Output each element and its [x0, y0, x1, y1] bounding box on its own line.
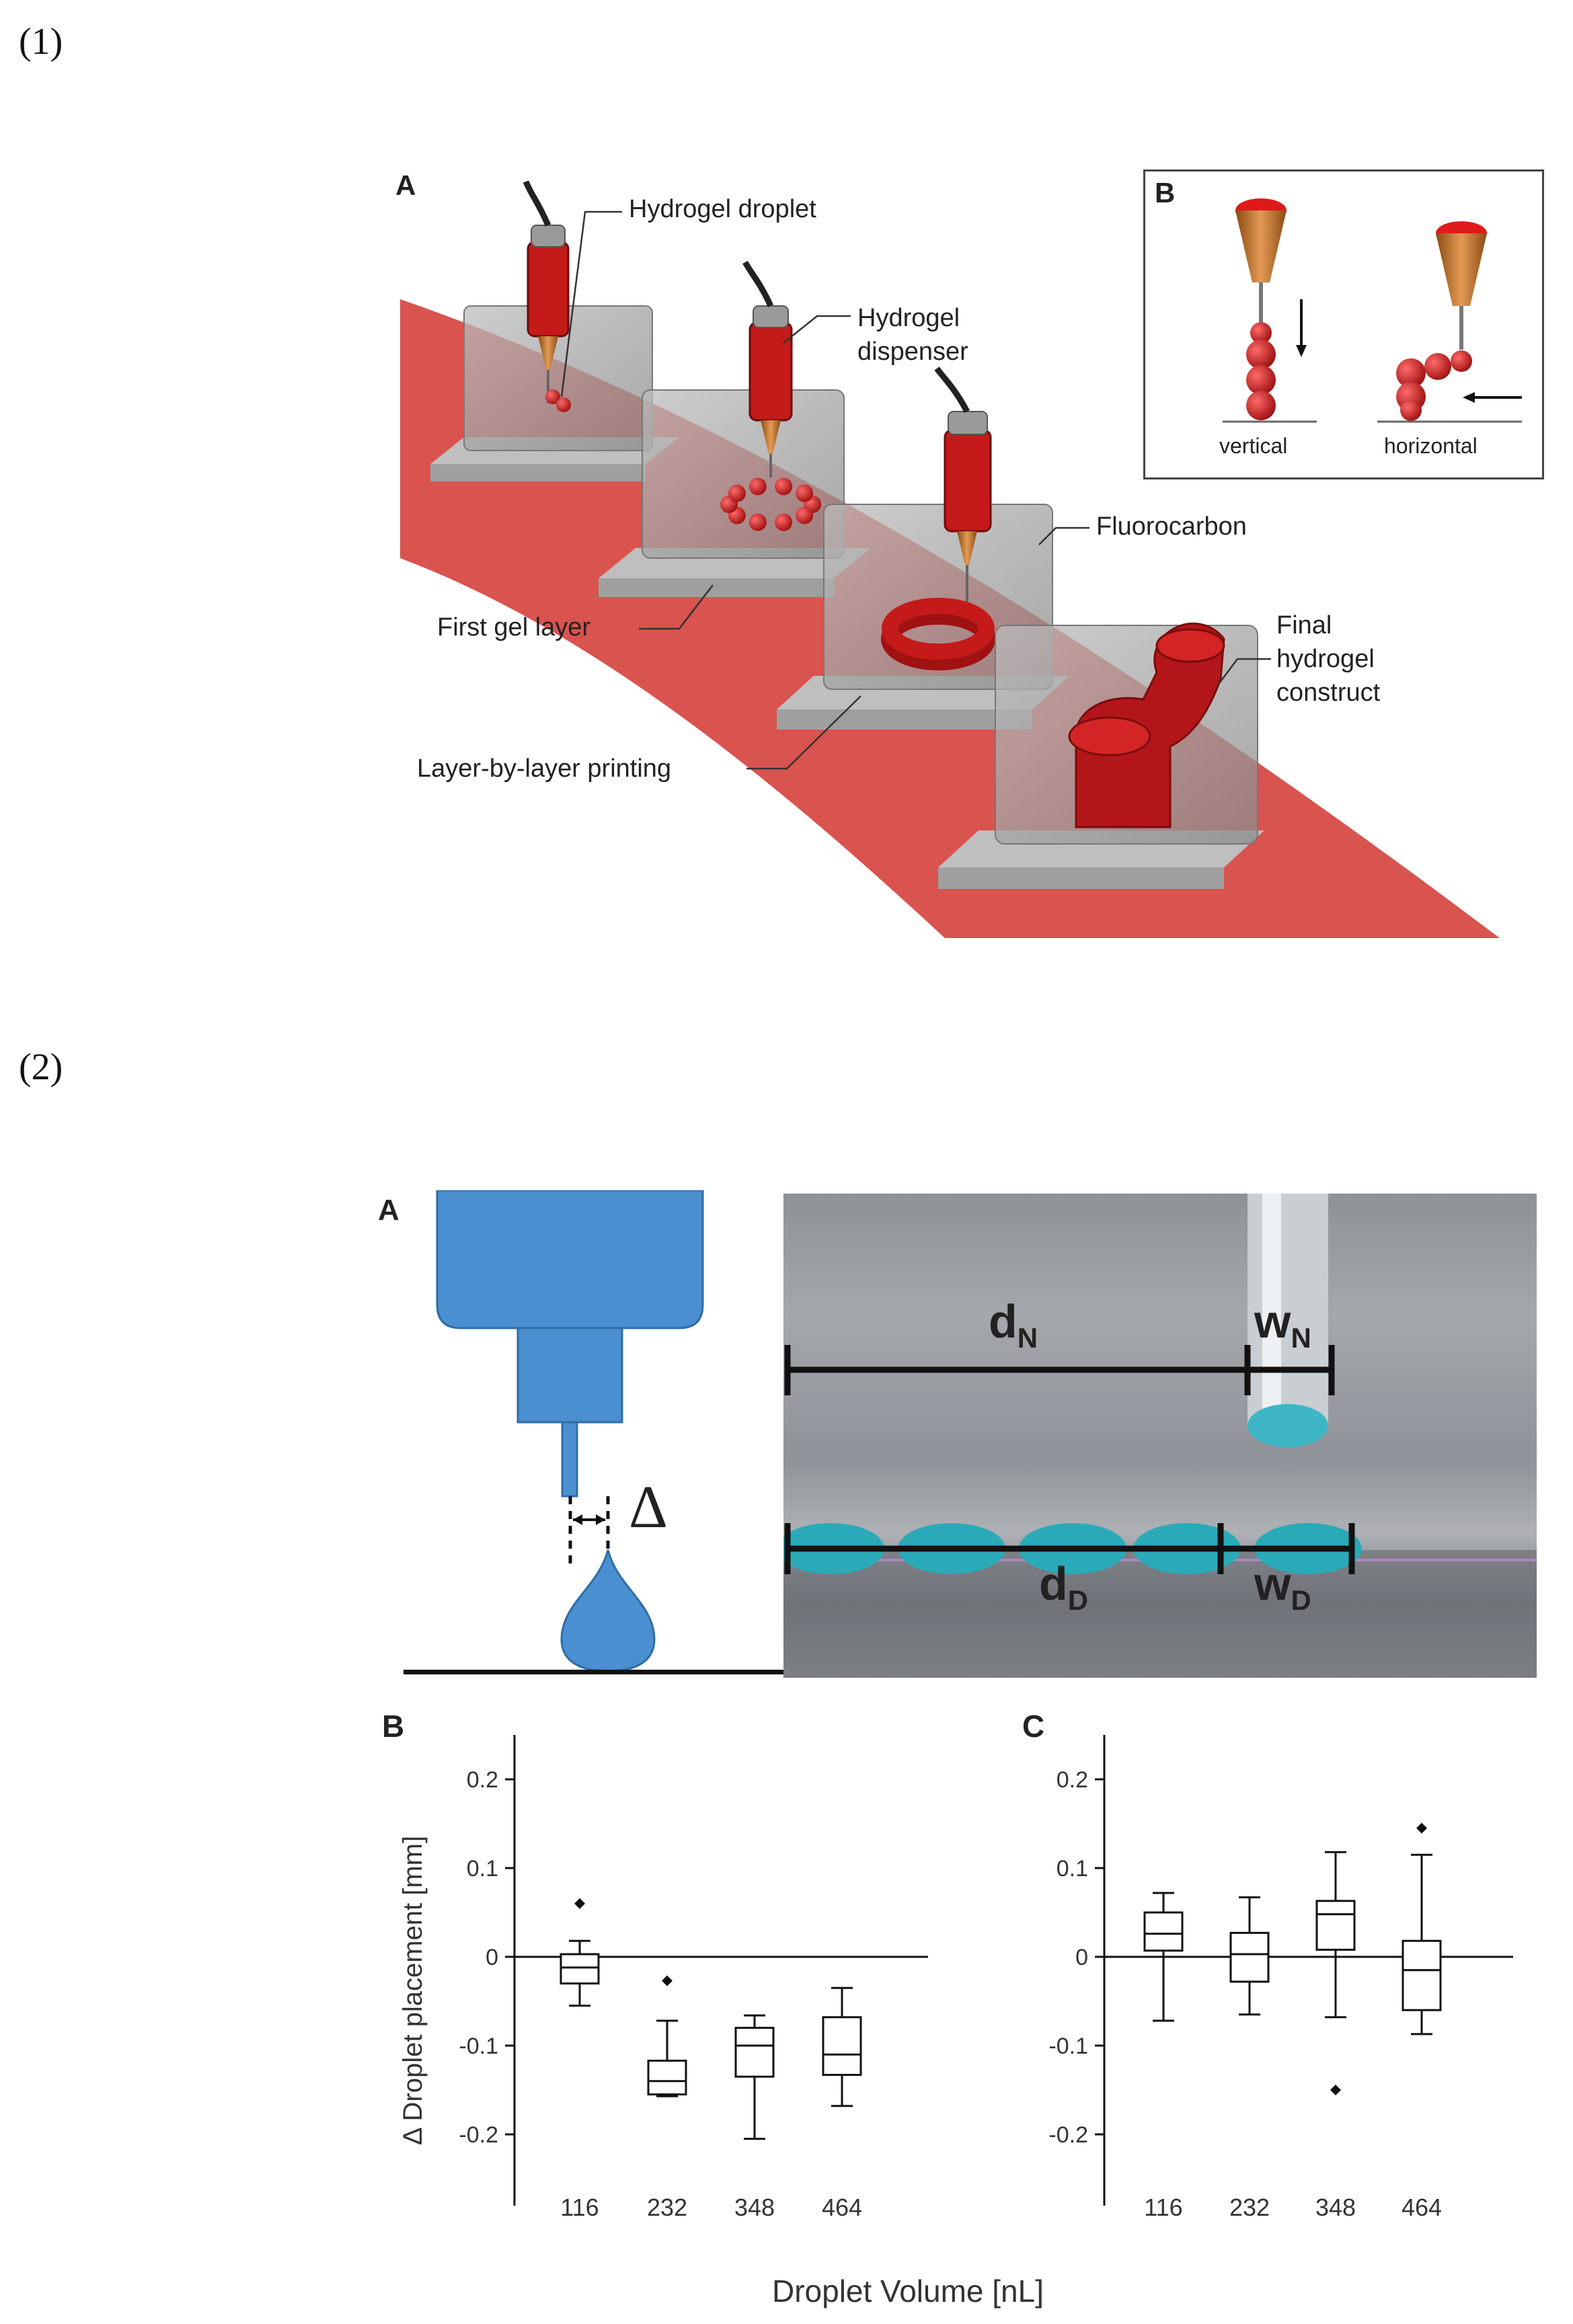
y-tick-label: -0.1	[459, 2034, 498, 2059]
station-2	[599, 260, 871, 597]
ring-bead	[796, 506, 814, 525]
outlier-point	[1330, 2085, 1341, 2095]
box	[1143, 1911, 1184, 1952]
figure2-label: (2)	[19, 1046, 63, 1088]
x-tick-label: 348	[1315, 2194, 1356, 2219]
ring-bead	[749, 477, 767, 496]
label-wD-main: w	[1254, 1557, 1291, 1610]
ring-bead	[796, 484, 814, 502]
y-tick-label: 0.1	[467, 1856, 498, 1882]
box	[1315, 1900, 1356, 1951]
box	[822, 2016, 862, 2077]
label-dD-sub: D	[1067, 1584, 1089, 1616]
box	[1229, 1931, 1270, 1983]
outlier-point	[574, 1898, 585, 1909]
callout-layer-by-layer: Layer-by-layer printing	[417, 754, 672, 783]
label-wD: wD	[1254, 1557, 1311, 1617]
dispenser-schematic	[404, 1190, 787, 1674]
y-tick-label: -0.1	[1048, 2034, 1088, 2059]
callout-final-line3: construct	[1276, 679, 1381, 707]
boxplot-c: 0.2 0.1 0 -0.1 -0.2 116 232 348 464	[1048, 1735, 1513, 2219]
label-dD-main: d	[1039, 1557, 1068, 1610]
label-dN-sub: N	[1017, 1322, 1038, 1354]
callout-fluorocarbon: Fluorocarbon	[1096, 512, 1247, 541]
box	[734, 2027, 775, 2078]
ring-bead	[749, 513, 767, 531]
figure1-label: (1)	[19, 21, 63, 63]
figure1-panel-a-label: A	[395, 169, 416, 201]
label-wN: wN	[1254, 1294, 1311, 1354]
boxplot-b: 0.2 0.1 0 -0.1 -0.2 116 232 348 464	[459, 1735, 928, 2219]
figure2-panel-a-label: A	[378, 1194, 399, 1227]
callout-dispenser: Hydrogel dispenser	[857, 301, 968, 369]
x-tick-label: 464	[1402, 2194, 1442, 2219]
inset-b: B vertical horizontal	[1143, 169, 1544, 479]
inset-b-label: B	[1155, 177, 1176, 208]
station-1	[430, 180, 679, 481]
ring-bead	[728, 484, 746, 502]
callout-dispenser-line1: Hydrogel	[857, 304, 960, 332]
x-tick-label: 116	[560, 2194, 599, 2219]
outlier-point	[1416, 1822, 1427, 1834]
inset-b-diagram	[1223, 198, 1522, 423]
x-tick-label: 232	[647, 2194, 687, 2219]
y-tick-label: 0	[1075, 1945, 1088, 1970]
label-dN-main: d	[989, 1295, 1018, 1348]
delta-label: Δ	[629, 1474, 668, 1541]
outlier-point	[662, 1975, 673, 1986]
callout-first-layer: First gel layer	[437, 613, 591, 642]
callout-final-line1: Final	[1276, 611, 1332, 640]
droplet-photo-marks	[783, 1194, 1537, 1678]
inset-horizontal-label: horizontal	[1384, 434, 1478, 458]
y-tick-label: 0.1	[1057, 1856, 1088, 1882]
inset-vertical-label: vertical	[1219, 434, 1288, 458]
callout-lines	[560, 210, 1271, 770]
y-tick-label: 0.2	[467, 1767, 498, 1793]
y-axis-label: Δ Droplet placement [mm]	[398, 1835, 428, 2146]
y-tick-label: 0	[486, 1945, 498, 1970]
callout-final-line2: hydrogel	[1276, 645, 1375, 673]
x-tick-label: 464	[822, 2194, 862, 2219]
y-tick-label: -0.2	[1048, 2122, 1088, 2148]
station-4	[938, 622, 1264, 889]
figure1-illustration	[400, 180, 1500, 938]
box	[1402, 1939, 1442, 2011]
box	[560, 1953, 600, 1985]
callout-hydrogel-droplet: Hydrogel droplet	[629, 195, 816, 223]
label-wN-sub: N	[1291, 1322, 1311, 1354]
x-tick-label: 232	[1229, 2194, 1270, 2219]
callout-dispenser-line2: dispenser	[857, 338, 968, 366]
x-tick-label: 348	[734, 2194, 775, 2219]
panel-c-label: C	[1022, 1709, 1045, 1744]
ring-bead	[775, 513, 793, 531]
y-tick-label: 0.2	[1057, 1767, 1088, 1793]
label-dD: dD	[1039, 1557, 1088, 1617]
panel-b-label: B	[382, 1709, 405, 1744]
box	[647, 2059, 687, 2096]
y-tick-label: -0.2	[459, 2122, 498, 2148]
callout-final-construct: Final hydrogel construct	[1276, 609, 1380, 709]
droplet-photo: dN wN dD wD	[783, 1194, 1537, 1678]
x-axis-label: Droplet Volume [nL]	[771, 2274, 1044, 2309]
x-tick-label: 116	[1144, 2194, 1182, 2219]
label-wD-sub: D	[1291, 1584, 1311, 1616]
ring-bead	[775, 477, 793, 496]
label-dN: dN	[989, 1294, 1038, 1354]
label-wN-main: w	[1254, 1295, 1291, 1348]
